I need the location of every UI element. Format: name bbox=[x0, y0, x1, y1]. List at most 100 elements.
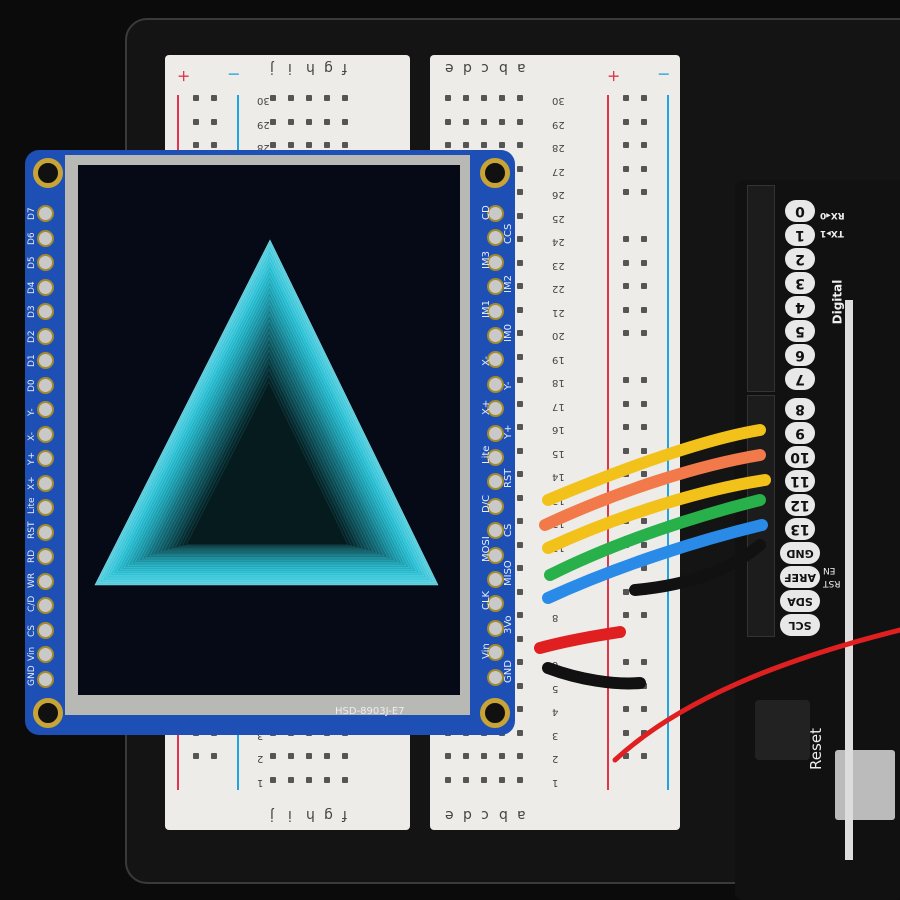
pin-header bbox=[487, 302, 504, 320]
hole bbox=[499, 95, 505, 101]
hole bbox=[324, 118, 330, 125]
pin-header bbox=[487, 278, 504, 296]
hole bbox=[288, 753, 294, 759]
hole bbox=[445, 753, 451, 759]
pin-header bbox=[37, 548, 54, 565]
silkscreen-line bbox=[845, 300, 853, 860]
jumper-wire bbox=[542, 662, 646, 690]
rail-hole bbox=[641, 706, 647, 712]
hole bbox=[517, 424, 523, 430]
pin-header bbox=[487, 644, 504, 662]
hole bbox=[517, 541, 523, 548]
rail-hole bbox=[641, 377, 647, 383]
jumper-wire bbox=[612, 627, 900, 763]
hole bbox=[517, 353, 523, 360]
rail-hole bbox=[641, 753, 647, 759]
hole bbox=[270, 95, 276, 101]
hole bbox=[517, 165, 523, 172]
hole bbox=[463, 776, 469, 783]
pin-header bbox=[37, 205, 54, 222]
pin-header bbox=[487, 205, 504, 222]
pin-header bbox=[487, 473, 504, 491]
hole bbox=[517, 377, 523, 383]
rail-minus-line bbox=[667, 95, 669, 790]
hole bbox=[517, 142, 523, 148]
display-screen bbox=[78, 165, 460, 695]
hole bbox=[481, 142, 487, 148]
jumper-wire bbox=[542, 424, 766, 506]
mounting-hole bbox=[480, 698, 510, 728]
hole bbox=[342, 95, 348, 101]
rail-hole bbox=[641, 612, 647, 618]
hole bbox=[270, 753, 276, 759]
hole bbox=[517, 236, 523, 242]
rail-hole bbox=[193, 118, 199, 125]
reset-button[interactable] bbox=[755, 700, 810, 760]
rail-hole bbox=[623, 165, 629, 172]
hole bbox=[342, 753, 348, 759]
hole bbox=[517, 659, 523, 665]
hole bbox=[324, 95, 330, 101]
rail-hole bbox=[623, 400, 629, 407]
hole bbox=[324, 142, 330, 148]
pin-header bbox=[37, 425, 54, 443]
rail-hole bbox=[641, 541, 647, 548]
rail-hole bbox=[641, 142, 647, 148]
hole bbox=[517, 588, 523, 595]
pin-header bbox=[37, 303, 54, 320]
pin-header bbox=[37, 646, 54, 663]
rail-hole bbox=[623, 330, 629, 336]
pin-header bbox=[37, 621, 54, 639]
hole bbox=[270, 776, 276, 783]
hole bbox=[342, 142, 348, 148]
hole bbox=[288, 776, 294, 783]
pin-header bbox=[37, 450, 54, 467]
pin-header bbox=[487, 571, 504, 588]
pin-header bbox=[37, 254, 54, 271]
hole bbox=[324, 753, 330, 759]
pin-header bbox=[37, 278, 54, 296]
rail-hole bbox=[641, 565, 647, 571]
pin-header bbox=[487, 253, 504, 271]
pin-header bbox=[37, 572, 54, 590]
jumper-wire bbox=[539, 449, 766, 531]
hole bbox=[499, 142, 505, 148]
rail-hole bbox=[623, 118, 629, 125]
pin-header bbox=[487, 400, 504, 418]
rail-hole bbox=[641, 659, 647, 665]
rail-hole bbox=[623, 659, 629, 665]
rail-hole bbox=[211, 753, 217, 759]
pin-header bbox=[37, 670, 54, 688]
rail-hole bbox=[641, 729, 647, 736]
hole bbox=[517, 400, 523, 407]
pin-header bbox=[487, 546, 504, 564]
hole bbox=[517, 729, 523, 736]
rail-hole bbox=[641, 283, 647, 289]
rail-hole bbox=[623, 588, 629, 595]
jumper-wire bbox=[542, 519, 768, 604]
rail-hole bbox=[623, 753, 629, 759]
pin-header bbox=[487, 351, 504, 369]
hole bbox=[517, 471, 523, 477]
rail-hole bbox=[641, 118, 647, 125]
pin-header bbox=[37, 597, 54, 614]
rail-hole bbox=[193, 142, 199, 148]
hole bbox=[517, 776, 523, 783]
hole bbox=[306, 95, 312, 101]
hole bbox=[445, 95, 451, 101]
pin-header bbox=[487, 375, 504, 393]
hole bbox=[517, 447, 523, 454]
hole bbox=[517, 95, 523, 101]
rail-hole bbox=[641, 236, 647, 242]
hole bbox=[288, 95, 294, 101]
pin-header bbox=[487, 449, 504, 466]
pin-header bbox=[37, 327, 54, 345]
rail-hole bbox=[211, 95, 217, 101]
hole bbox=[288, 142, 294, 148]
hole bbox=[517, 612, 523, 618]
hole bbox=[499, 776, 505, 783]
rail-hole bbox=[641, 471, 647, 477]
rail-hole bbox=[623, 189, 629, 195]
pin-header bbox=[37, 474, 54, 492]
rail-hole bbox=[623, 706, 629, 712]
